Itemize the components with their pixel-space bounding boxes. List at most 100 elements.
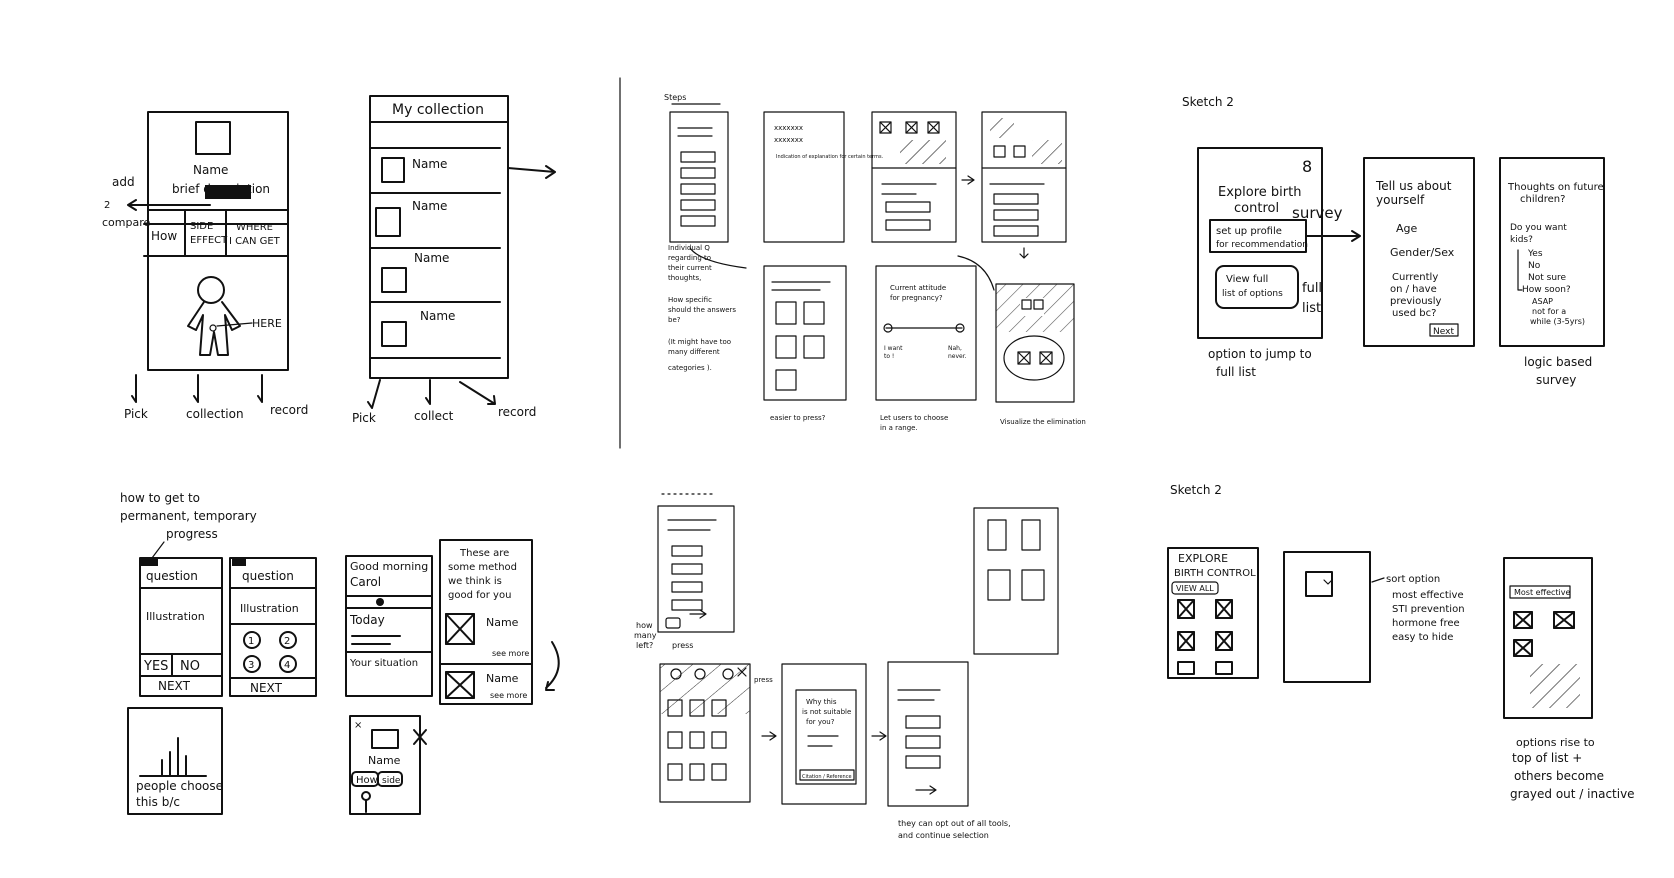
next-button-1[interactable]: NEXT	[158, 679, 191, 693]
note-specific-1: How specific	[668, 296, 712, 304]
ans-not-for-a: not for a	[1532, 307, 1566, 316]
cap6-4: grayed out / inactive	[1510, 787, 1635, 801]
setup-2: for recommendation	[1216, 240, 1308, 250]
label-compare: compare	[102, 216, 150, 229]
cap-jump-1: option to jump to	[1208, 347, 1312, 361]
tiny-note: Indication of explanation for certain te…	[776, 154, 884, 160]
tab-side-effect-1[interactable]: SIDE	[190, 221, 213, 232]
explore-2: control	[1234, 201, 1279, 216]
citation-button[interactable]: Citation / Reference	[802, 774, 852, 780]
see-more-2[interactable]: see more	[490, 691, 527, 700]
sort-4: hormone free	[1392, 618, 1460, 629]
sort-3: STI prevention	[1392, 604, 1465, 615]
item-name-3[interactable]: Name	[414, 251, 449, 265]
tab-where-1[interactable]: WHERE	[236, 222, 273, 233]
top-note-1: how to get to	[120, 491, 200, 505]
note-specific-2: should the answers	[668, 306, 736, 314]
view-full-list-button[interactable]	[1215, 265, 1299, 309]
item-thumb-1	[381, 157, 405, 183]
today-label: Today	[349, 613, 385, 627]
yes-button[interactable]: YES	[143, 659, 168, 674]
caption-range-1: Let users to choose	[880, 414, 948, 422]
no-button[interactable]: NO	[180, 659, 200, 674]
slider-handle-left[interactable]	[883, 323, 893, 333]
sheet6-heading: Sketch 2	[1170, 483, 1222, 497]
most-effective-chip[interactable]	[1509, 585, 1571, 599]
see-more-1[interactable]: see more	[492, 649, 529, 658]
survey-quote: survey	[1292, 204, 1343, 222]
these-4: good for you	[448, 590, 511, 601]
item-thumb-2	[375, 207, 401, 237]
greeting-2: Carol	[350, 575, 381, 589]
nav-pick[interactable]: Pick	[124, 407, 148, 421]
item-name-2[interactable]: Name	[412, 199, 447, 213]
situation-label: Your situation	[349, 658, 418, 669]
tab-side-2[interactable]: side	[382, 776, 401, 786]
nav2-collect[interactable]: collect	[414, 409, 454, 423]
setup-1: set up profile	[1216, 226, 1282, 237]
these-2: some method	[448, 562, 517, 573]
slider-left-2: to !	[884, 353, 894, 360]
explore-1: Explore birth	[1218, 185, 1301, 200]
option-1[interactable]: 1	[248, 636, 254, 647]
note-individual-4: thoughts,	[668, 274, 701, 282]
method-name: Name	[193, 163, 228, 177]
list-quote: list	[1302, 301, 1321, 316]
top-note-3: progress	[166, 527, 218, 541]
nav2-record[interactable]: record	[498, 405, 536, 419]
screen-2-frame	[369, 95, 509, 379]
sheet-6-explore-sort: Sketch 2 EXPLORE BIRTH CONTROL VIEW ALL …	[1167, 483, 1635, 801]
view-all-button[interactable]	[1171, 581, 1219, 595]
nav-record[interactable]: record	[270, 403, 308, 417]
ans-not-sure: Not sure	[1528, 273, 1567, 283]
next-button[interactable]	[1429, 323, 1459, 337]
item-name-4[interactable]: Name	[420, 309, 455, 323]
cap6-1: options rise to	[1516, 736, 1595, 749]
cap-logic-1: logic based	[1524, 355, 1592, 369]
option-2[interactable]: 2	[284, 636, 290, 647]
slider-left-1: I want	[884, 345, 903, 352]
tab-side-effect-2[interactable]: EFFECT	[190, 235, 228, 246]
view-all-label: VIEW ALL	[1176, 584, 1214, 593]
label-add: add	[112, 175, 135, 189]
view-full-1: View full	[1226, 274, 1268, 285]
item-thumb-3	[381, 267, 407, 293]
press-label-2: press	[754, 676, 773, 684]
close-icon[interactable]: ×	[354, 720, 362, 731]
nav-collection[interactable]: collection	[186, 407, 244, 421]
attitude-q-1: Current attitude	[890, 284, 946, 292]
most-effective-label: Most effective	[1514, 588, 1570, 597]
rec-name-2: Name	[486, 672, 519, 685]
option-3[interactable]: 3	[248, 660, 254, 671]
note-diff-1: (It might have too	[668, 338, 731, 346]
item-name-1[interactable]: Name	[412, 157, 447, 171]
collection-title: My collection	[392, 102, 484, 118]
cap-jump-2: full list	[1216, 365, 1256, 379]
option-4[interactable]: 4	[284, 660, 290, 671]
tab-how[interactable]: How	[151, 229, 177, 243]
press-label: press	[672, 641, 693, 650]
ans-how-soon: How soon?	[1522, 285, 1571, 295]
field-bc-3: previously	[1390, 296, 1442, 307]
view-full-2: list of options	[1222, 289, 1283, 299]
sheet-3-survey: Sketch 2 8 Explore birth control set up …	[1182, 95, 1605, 387]
ans-while: while (3-5yrs)	[1530, 317, 1585, 326]
next-button-2[interactable]: NEXT	[250, 681, 283, 695]
tab-how-2[interactable]: How	[356, 775, 378, 786]
tab-where-2[interactable]: I CAN GET	[229, 236, 281, 247]
steps-label: Steps	[664, 93, 686, 102]
tell-2: yourself	[1376, 193, 1425, 207]
tiny-header-1: xxxxxxx	[774, 124, 803, 132]
attitude-q-2: for pregnancy?	[890, 294, 943, 302]
tiny-header-2: xxxxxxx	[774, 136, 803, 144]
tell-1: Tell us about	[1375, 179, 1452, 193]
why-2: is not suitable	[802, 708, 851, 716]
note-specific-3: be?	[668, 316, 681, 324]
note-individual-3: their current	[668, 264, 712, 272]
sort-5: easy to hide	[1392, 632, 1453, 643]
sort-dropdown[interactable]	[1305, 571, 1333, 597]
slider-handle-right[interactable]	[955, 323, 965, 333]
nav2-pick[interactable]: Pick	[352, 411, 376, 425]
field-gender: Gender/Sex	[1390, 246, 1455, 259]
field-bc-1: Currently	[1392, 272, 1438, 283]
